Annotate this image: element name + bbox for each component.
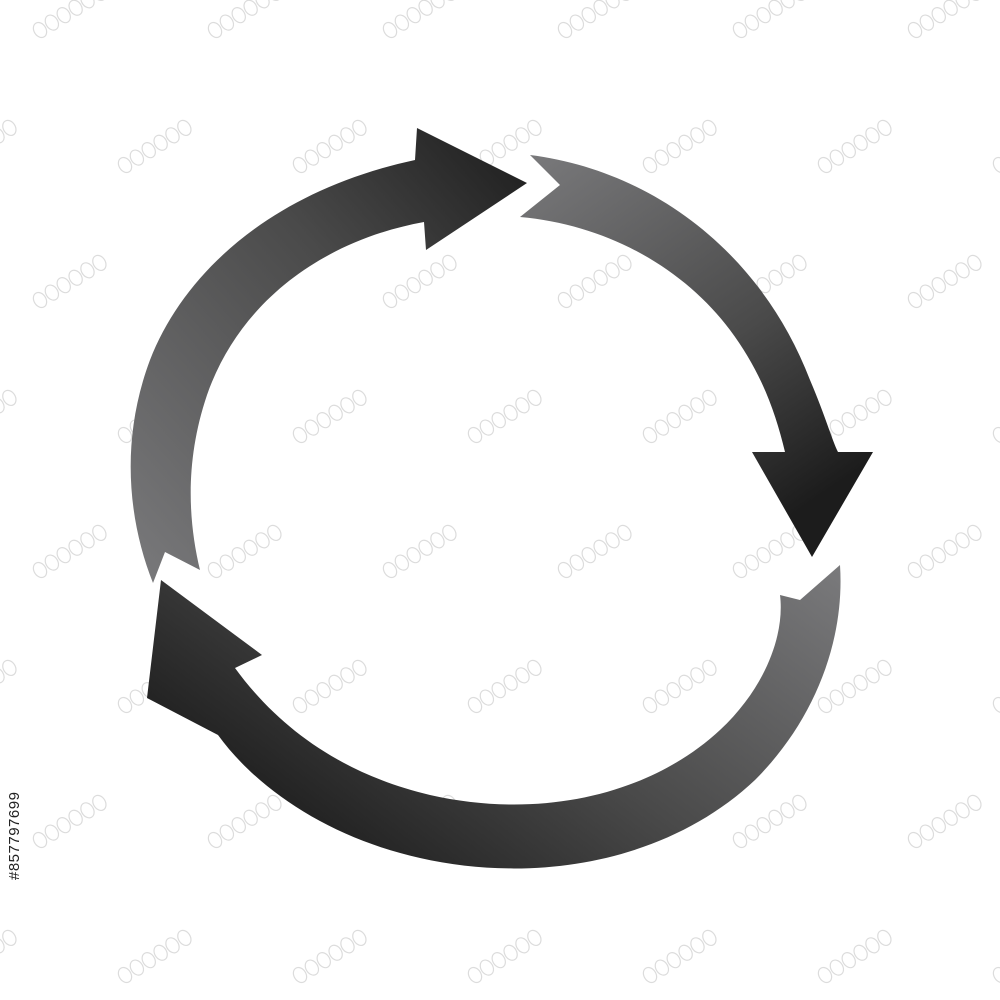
curved-arrow-icon xyxy=(147,565,841,869)
bottom-arrow xyxy=(147,565,841,869)
curved-arrow-icon xyxy=(130,128,527,583)
top-left-arrow xyxy=(130,128,527,583)
curved-arrow-icon xyxy=(520,155,873,557)
right-arrow xyxy=(520,155,873,557)
stock-id-label: #857797699 xyxy=(6,791,23,880)
